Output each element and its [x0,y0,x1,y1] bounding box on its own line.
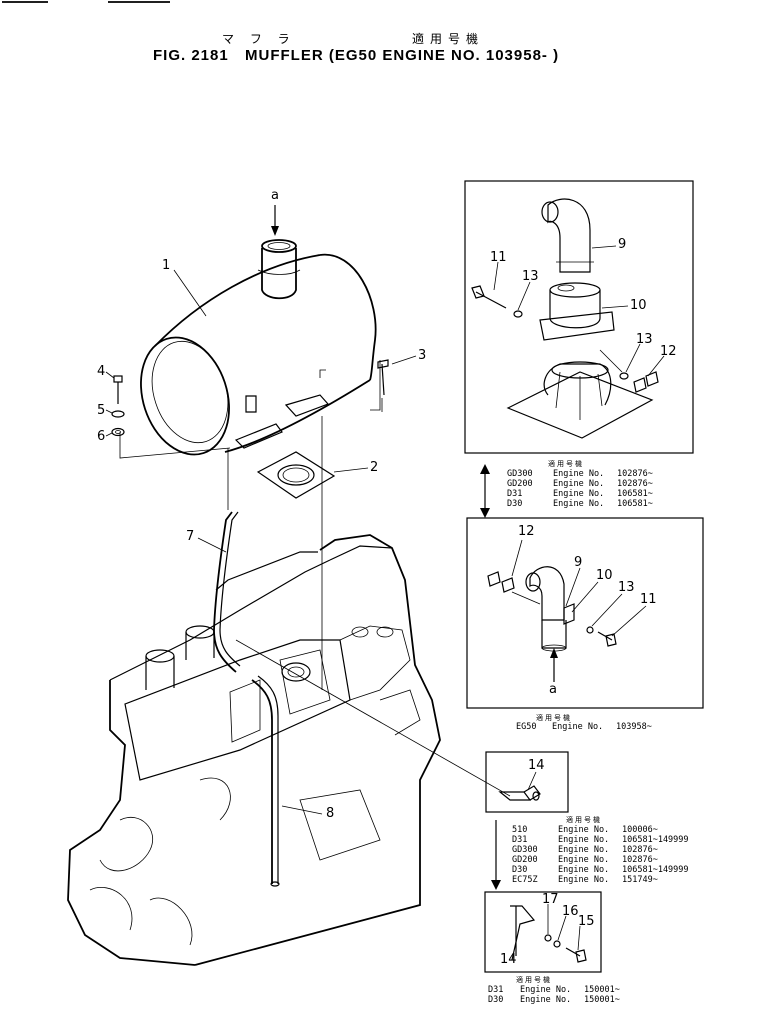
engine-block [67,534,441,966]
callout-8: 8 [326,806,335,821]
muffler-body [140,239,383,456]
callout-box2-11: 11 [640,592,657,607]
callout-1: 1 [162,258,171,273]
applicability-heading-4: 適用号機 [516,976,552,984]
arrow-a-label: a [271,188,279,203]
applicability-heading-2: 適用号機 [536,714,572,722]
title-jp-applicability: 適用号機 [412,32,485,46]
arrow-a-label-bottom: a [549,682,557,697]
callout-box4-14: 14 [500,952,517,967]
callout-box2-10: 10 [596,568,613,583]
callout-box1-12: 12 [660,344,677,359]
callout-4: 4 [97,364,106,379]
callout-box1-13b: 13 [636,332,653,347]
title-jp-muffler: マ フ ラ [222,32,296,46]
callout-box2-12: 12 [518,524,535,539]
callout-3: 3 [418,348,427,363]
callout-7: 7 [186,529,195,544]
callout-box1-10: 10 [630,298,647,313]
callout-box4-17: 17 [542,892,559,907]
callout-box1-9: 9 [618,237,627,252]
callout-box1-13a: 13 [522,269,539,284]
figure-title: MUFFLER (EG50 ENGINE NO. 103958- ) [245,47,560,64]
callout-box3-14: 14 [528,758,545,773]
callout-box1-11: 11 [490,250,507,265]
callout-box4-15: 15 [578,914,595,929]
callout-6: 6 [97,429,106,444]
applicability-heading-3: 適用号機 [566,816,602,824]
callout-5: 5 [97,403,106,418]
callout-box2-13: 13 [618,580,635,595]
applicability-heading-1: 適用号機 [548,460,584,468]
callout-box4-16: 16 [562,904,579,919]
callout-box2-9: 9 [574,555,583,570]
figure-number: FIG. 2181 [153,47,229,64]
callout-2: 2 [370,460,379,475]
